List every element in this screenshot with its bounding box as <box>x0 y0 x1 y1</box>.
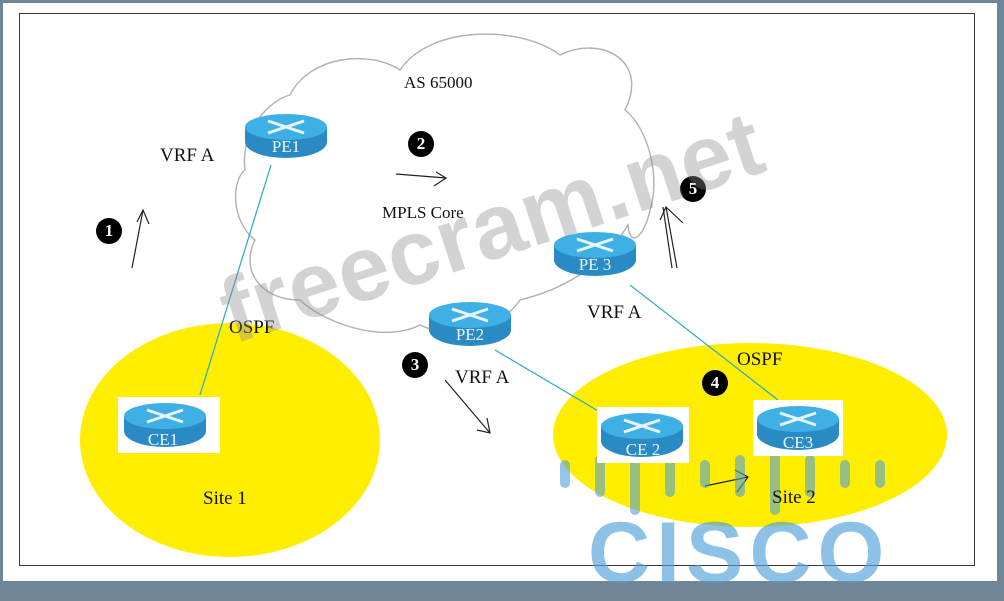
router-label: PE1 <box>271 137 301 156</box>
as-label: AS 65000 <box>404 73 473 92</box>
link-pe3-ce3 <box>629 284 779 401</box>
step-marker-4: 4 <box>702 370 728 396</box>
router-label: PE2 <box>455 325 485 344</box>
router-icon <box>757 406 839 450</box>
ospf-label-site1: OSPF <box>229 317 275 338</box>
arrow-step5 <box>659 205 684 269</box>
step-marker-1: 1 <box>96 218 122 244</box>
vrf-label-pe1: VRF A <box>160 145 215 166</box>
router-icon <box>124 403 206 447</box>
router-label: CE3 <box>782 433 814 452</box>
router-pe3[interactable]: PE 3 <box>552 230 638 278</box>
vrf-label-pe2: VRF A <box>455 367 510 388</box>
site1-area <box>80 323 380 557</box>
core-label: MPLS Core <box>382 203 464 222</box>
step-marker-3: 3 <box>402 352 428 378</box>
step-marker-2: 2 <box>408 131 434 157</box>
topology-drawing <box>80 33 947 557</box>
router-label: PE 3 <box>578 255 612 274</box>
router-pe1[interactable]: PE1 <box>243 112 329 160</box>
site2-label: Site 2 <box>772 487 816 508</box>
router-ce3[interactable]: CE3 <box>753 400 843 456</box>
router-icon <box>554 232 636 276</box>
arrow-step2 <box>395 171 448 187</box>
router-label: CE 2 <box>625 440 661 459</box>
link-ce1-pe1 <box>199 164 272 396</box>
router-ce2[interactable]: CE 2 <box>597 407 689 463</box>
arrow-step3 <box>444 379 491 434</box>
router-label: CE1 <box>147 430 179 449</box>
ospf-label-site2: OSPF <box>737 349 783 370</box>
router-icon <box>245 114 327 158</box>
link-pe2-ce2 <box>494 349 606 416</box>
vrf-label-pe3: VRF A <box>587 302 642 323</box>
cisco-watermark: CISCO <box>588 505 891 601</box>
arrow-step1 <box>131 208 150 269</box>
router-ce1[interactable]: CE1 <box>118 397 220 453</box>
step-marker-5: 5 <box>680 176 706 202</box>
router-icon <box>601 413 683 457</box>
router-pe2[interactable]: PE2 <box>427 300 513 348</box>
site1-label: Site 1 <box>203 488 247 509</box>
router-icon <box>429 302 511 346</box>
diagram-frame <box>19 13 975 566</box>
